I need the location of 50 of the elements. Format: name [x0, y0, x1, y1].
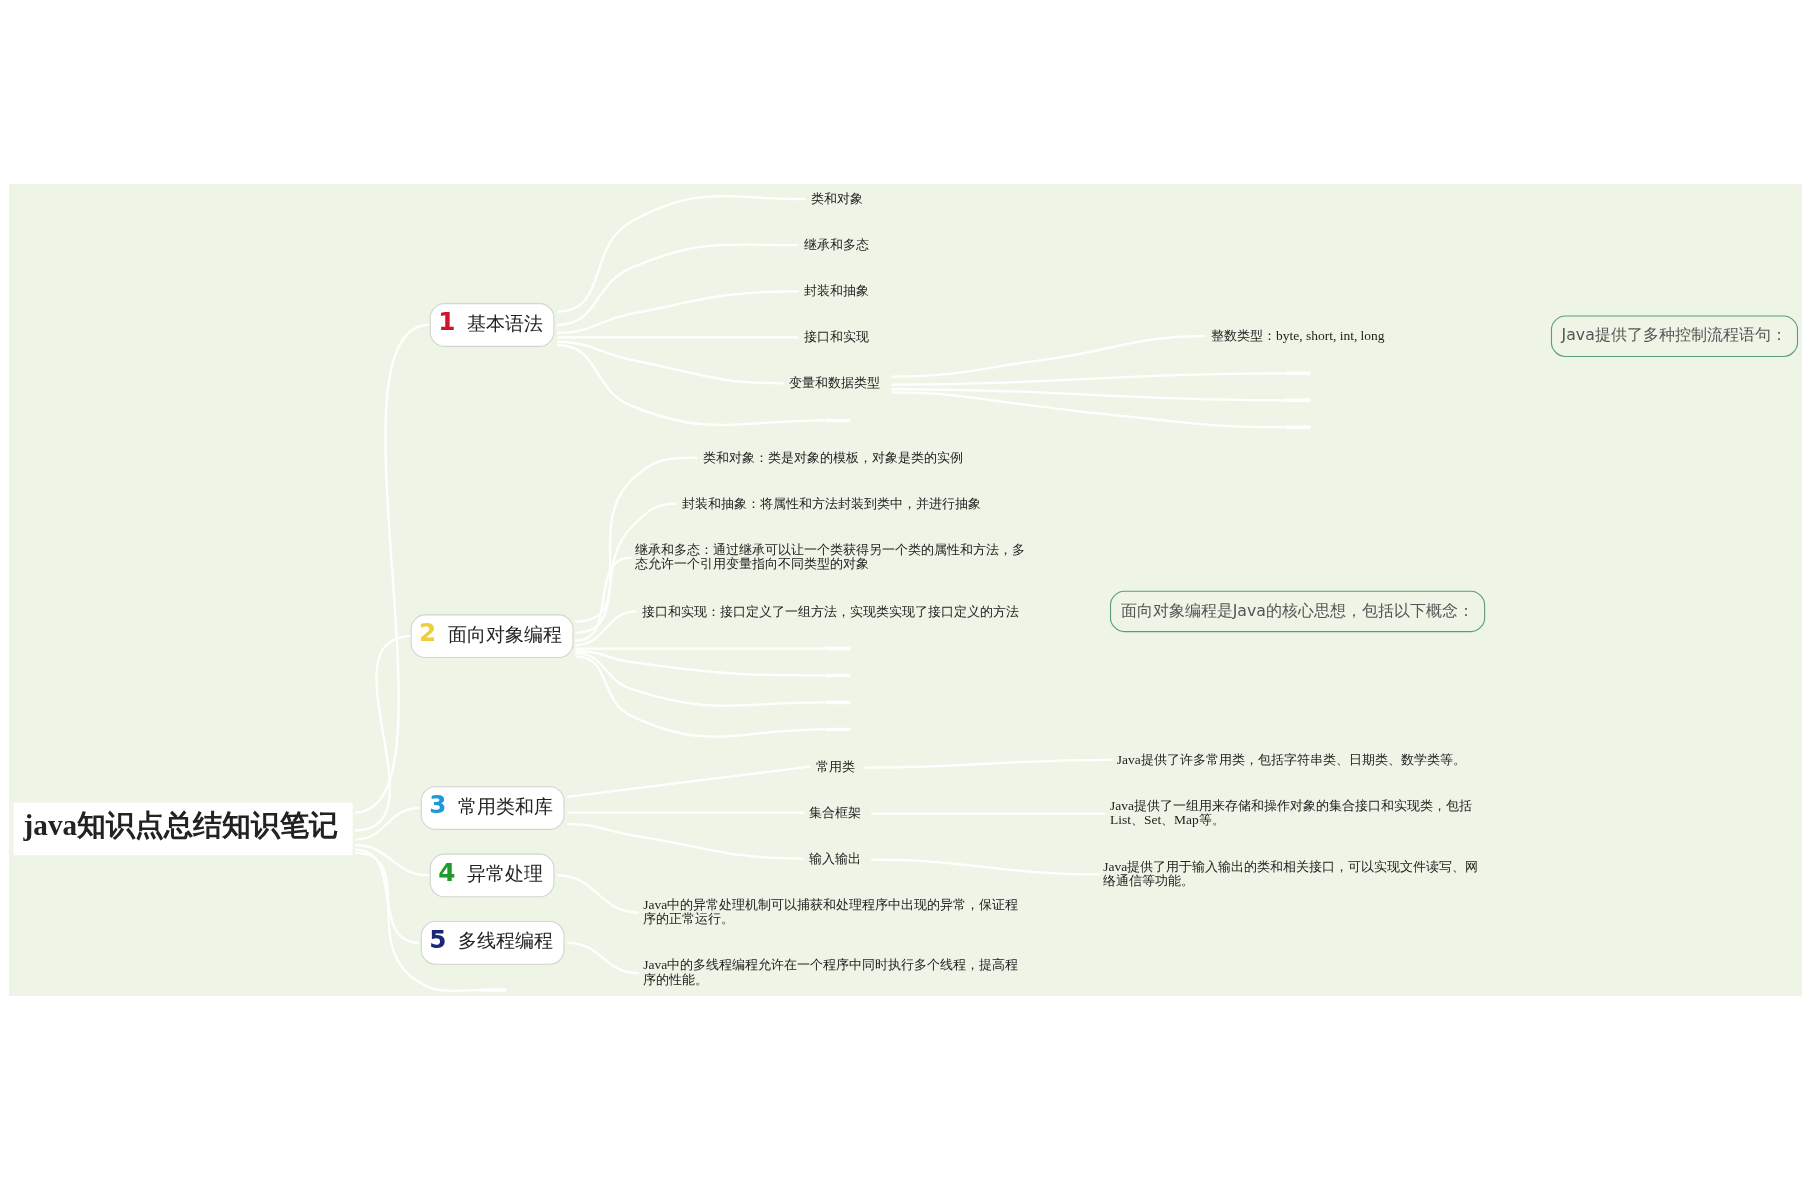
- node-bar: [479, 987, 506, 992]
- node-text: 集合框架: [808, 804, 861, 820]
- node-text: 继承和多态: [803, 236, 869, 252]
- connector: [574, 502, 677, 634]
- connector: [574, 609, 637, 646]
- connector: [354, 848, 419, 944]
- connector: [566, 764, 811, 798]
- connector: [574, 654, 824, 738]
- connector: [354, 843, 429, 877]
- connector: [864, 758, 1112, 769]
- connector: [354, 323, 430, 814]
- connector: [870, 858, 1100, 875]
- node-text: 封装和抽象: [803, 282, 869, 298]
- connector: [354, 806, 419, 841]
- connector: [890, 334, 1205, 378]
- connector: [556, 343, 824, 426]
- connector: [890, 387, 1284, 401]
- connector: [556, 289, 798, 334]
- connector: [556, 194, 805, 313]
- node-box: java知识点总结知识笔记: [13, 801, 353, 855]
- node-text: 整数类型：byte, short, int, long: [1210, 327, 1385, 343]
- node-text: Java提供了许多常用类，包括字符串类、日期类、数学类等。: [1116, 751, 1466, 767]
- connector: [556, 243, 798, 326]
- node-text: Java中的异常处理机制可以捕获和处理程序中出现的异常，保证程序的正常运行。: [642, 896, 1018, 926]
- connector: [566, 941, 639, 974]
- connector: [566, 822, 804, 860]
- connector: [890, 390, 1284, 428]
- connector: [556, 873, 639, 914]
- connector: [574, 649, 824, 677]
- node-text: 继承和多态：通过继承可以让一个类获得另一个类的属性和方法，多态允许一个引用变量指向不同类型的对象: [634, 541, 1025, 571]
- connector: [574, 651, 824, 707]
- node-text: Java提供了用于输入输出的类和相关接口，可以实现文件读写、网络通信等功能。: [1102, 858, 1478, 888]
- node-text: 输入输出: [808, 850, 861, 866]
- connector: [354, 851, 480, 992]
- node-text: 类和对象：类是对象的模板，对象是类的实例: [702, 449, 963, 465]
- connector: [574, 555, 632, 642]
- node-box: 面向对象编程是Java的核心思想，包括以下概念：: [1109, 590, 1485, 632]
- node-text: 变量和数据类型: [788, 374, 880, 390]
- node-text: 封装和抽象：将属性和方法封装到类中，并进行抽象: [682, 495, 981, 511]
- connector: [354, 634, 411, 832]
- node-text: 接口和实现：接口定义了一组方法，实现类实现了接口定义的方法: [641, 603, 1019, 619]
- connector: [890, 371, 1284, 386]
- node-box: Java提供了多种控制流程语句：: [1550, 314, 1798, 357]
- node-text: 类和对象: [810, 190, 863, 206]
- connector: [556, 340, 784, 385]
- connector: [574, 455, 697, 623]
- node-text: Java提供了一组用来存储和操作对象的集合接口和实现类，包括List、Set、Map等。: [1109, 797, 1472, 827]
- node-text: 接口和实现: [803, 328, 869, 344]
- node-text: Java中的多线程编程允许在一个程序中同时执行多个线程，提高程序的性能。: [642, 956, 1018, 987]
- node-text: 常用类: [815, 758, 855, 774]
